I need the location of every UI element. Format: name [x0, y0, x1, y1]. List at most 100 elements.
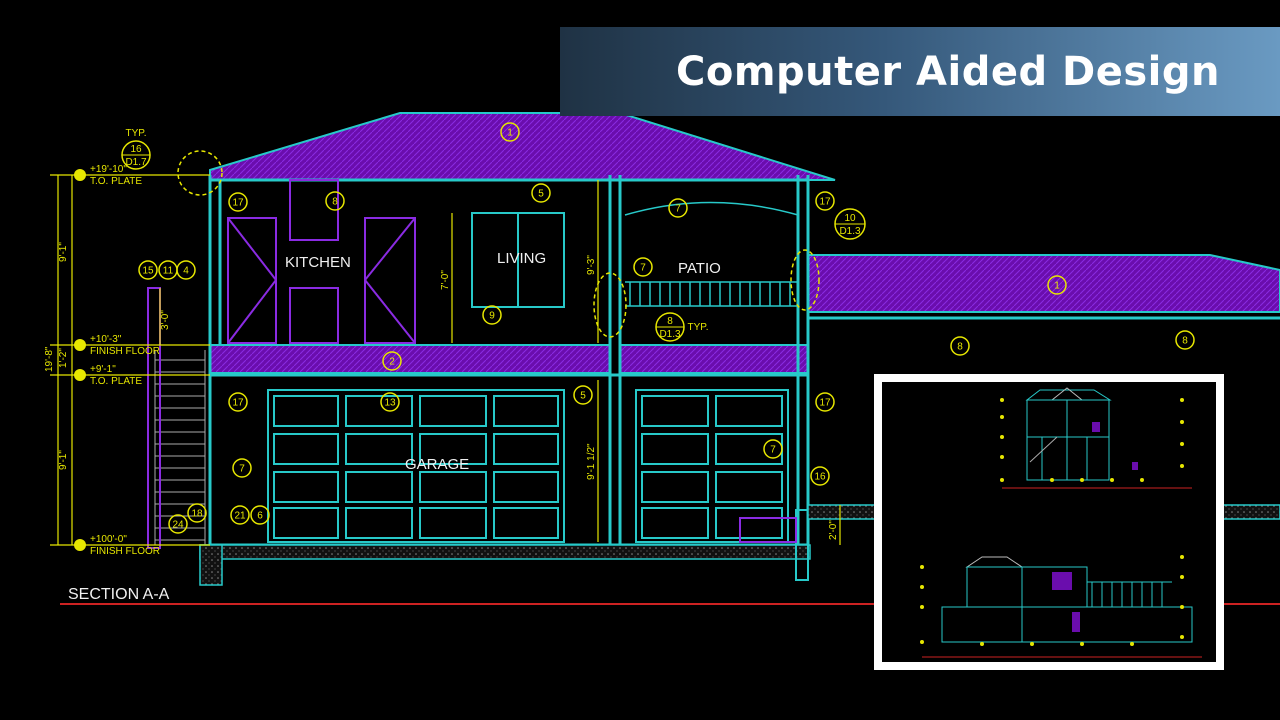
level-4-name: FINISH FLOOR: [90, 546, 160, 557]
keynote-tag-label: 8: [1182, 336, 1188, 347]
dim-lower-height: 9'-1": [58, 450, 69, 470]
keynote-tag-label: 7: [239, 464, 245, 475]
svg-text:16: 16: [130, 144, 142, 155]
keynote-tag: 24: [168, 514, 188, 534]
detail-ref-3: 8 D1.3 TYP.: [655, 312, 709, 342]
room-label-garage: GARAGE: [405, 456, 469, 473]
svg-text:TYP.: TYP.: [126, 128, 147, 139]
garage-door-left: [267, 389, 565, 543]
keynote-tag-label: 2: [389, 357, 395, 368]
keynote-tag: 13: [380, 392, 400, 412]
keynote-tag: 7: [633, 257, 653, 277]
level-3-name: T.O. PLATE: [90, 376, 142, 387]
keynote-tag: 15: [138, 260, 158, 280]
keynote-tag: 1: [500, 122, 520, 142]
second-floor-slab: [209, 344, 611, 374]
svg-text:D1.3: D1.3: [659, 329, 681, 340]
detail-ref-2: 10 D1.3: [834, 208, 866, 240]
keynote-tag: 6: [250, 505, 270, 525]
callout-clouds: [177, 150, 820, 338]
level-1-elev: +19'-10": [90, 164, 127, 175]
keynote-tag: 17: [815, 392, 835, 412]
svg-text:TYP.: TYP.: [688, 322, 709, 333]
keynote-tag: 9: [482, 305, 502, 325]
dim-overall-height: 19'-8": [44, 346, 55, 372]
dim-window-height: 7'-0": [440, 270, 451, 290]
keynote-tag: 16: [810, 466, 830, 486]
inset-thumbnail-frame: [874, 374, 1224, 670]
inset-thumbnail: [882, 382, 1216, 662]
inset-drawings: [920, 387, 1202, 658]
keynote-tag: 17: [815, 191, 835, 211]
section-label: SECTION A-A: [68, 586, 170, 603]
keynote-tag: 4: [176, 260, 196, 280]
dim-rail-height: 3'-0": [160, 310, 171, 330]
keynote-tag-label: 4: [183, 266, 189, 277]
room-label-living: LIVING: [497, 250, 546, 267]
keynote-tag-label: 24: [172, 520, 184, 531]
keynote-tag-label: 7: [675, 204, 681, 215]
dim-living-height: 9'-3": [586, 255, 597, 275]
keynote-tag-label: 17: [232, 198, 244, 209]
room-label-patio: PATIO: [678, 260, 721, 277]
keynote-tag-label: 16: [814, 472, 826, 483]
svg-text:D1.3: D1.3: [839, 226, 861, 237]
keynote-tag-label: 5: [538, 189, 544, 200]
dim-step-height: 2'-0": [828, 520, 839, 540]
level-4-elev: +100'-0": [90, 534, 127, 545]
keynote-tag-label: 8: [957, 342, 963, 353]
level-markers: [74, 169, 86, 551]
garage-door-right: [635, 389, 789, 543]
keynote-tag-label: 5: [580, 391, 586, 402]
keynote-tag: 5: [573, 385, 593, 405]
keynote-tag: 7: [232, 458, 252, 478]
keynote-tag: 21: [230, 505, 250, 525]
keynote-tag-label: 7: [640, 263, 646, 274]
svg-text:10: 10: [844, 213, 856, 224]
keynote-tag: 7: [763, 439, 783, 459]
keynote-tag: 5: [531, 183, 551, 203]
keynote-tag-label: 17: [819, 398, 831, 409]
svg-text:8: 8: [667, 316, 673, 327]
keynote-tag-label: 7: [770, 445, 776, 456]
keynote-tag-label: 17: [819, 197, 831, 208]
keynote-tag-label: 1: [1054, 281, 1060, 292]
main-roof: [209, 112, 836, 181]
keynote-tag-label: 6: [257, 511, 263, 522]
living-window: [471, 212, 565, 308]
room-label-kitchen: KITCHEN: [285, 254, 351, 271]
dim-garage-height: 9'-1 1/2": [586, 443, 597, 480]
level-2-elev: +10'-3": [90, 334, 122, 345]
dim-upper-height: 9'-1": [58, 242, 69, 262]
keynote-tag: 1: [1047, 275, 1067, 295]
keynote-tag-label: 9: [489, 311, 495, 322]
patio-railing: [624, 201, 799, 307]
keynote-tag: 8: [950, 336, 970, 356]
keynote-tag-label: 15: [142, 266, 154, 277]
foundation: [199, 544, 811, 560]
keynote-tag: 7: [668, 198, 688, 218]
level-1-name: T.O. PLATE: [90, 176, 142, 187]
exterior-stair: [147, 287, 206, 549]
keynote-tag: 2: [382, 351, 402, 371]
keynote-tag: 8: [1175, 330, 1195, 350]
keynote-tag-label: 13: [384, 398, 396, 409]
keynote-tag-label: 1: [507, 128, 513, 139]
keynote-tag: 17: [228, 392, 248, 412]
detail-ref-1: 16 D1.7 TYP.: [121, 128, 151, 170]
title-banner: Computer Aided Design: [560, 27, 1280, 116]
keynote-tag-label: 18: [191, 509, 203, 520]
keynote-tag-label: 17: [232, 398, 244, 409]
keynote-tag: 8: [325, 191, 345, 211]
level-2-name: FINISH FLOOR: [90, 346, 160, 357]
svg-text:D1.7: D1.7: [125, 157, 147, 168]
banner-title: Computer Aided Design: [676, 49, 1220, 95]
keynote-tag: 17: [228, 192, 248, 212]
level-3-elev: +9'-1": [90, 364, 116, 375]
keynote-tag-label: 8: [332, 197, 338, 208]
keynote-tag-label: 11: [163, 266, 174, 277]
keynote-tag-label: 21: [234, 511, 246, 522]
keynote-tag: 11: [158, 260, 178, 280]
